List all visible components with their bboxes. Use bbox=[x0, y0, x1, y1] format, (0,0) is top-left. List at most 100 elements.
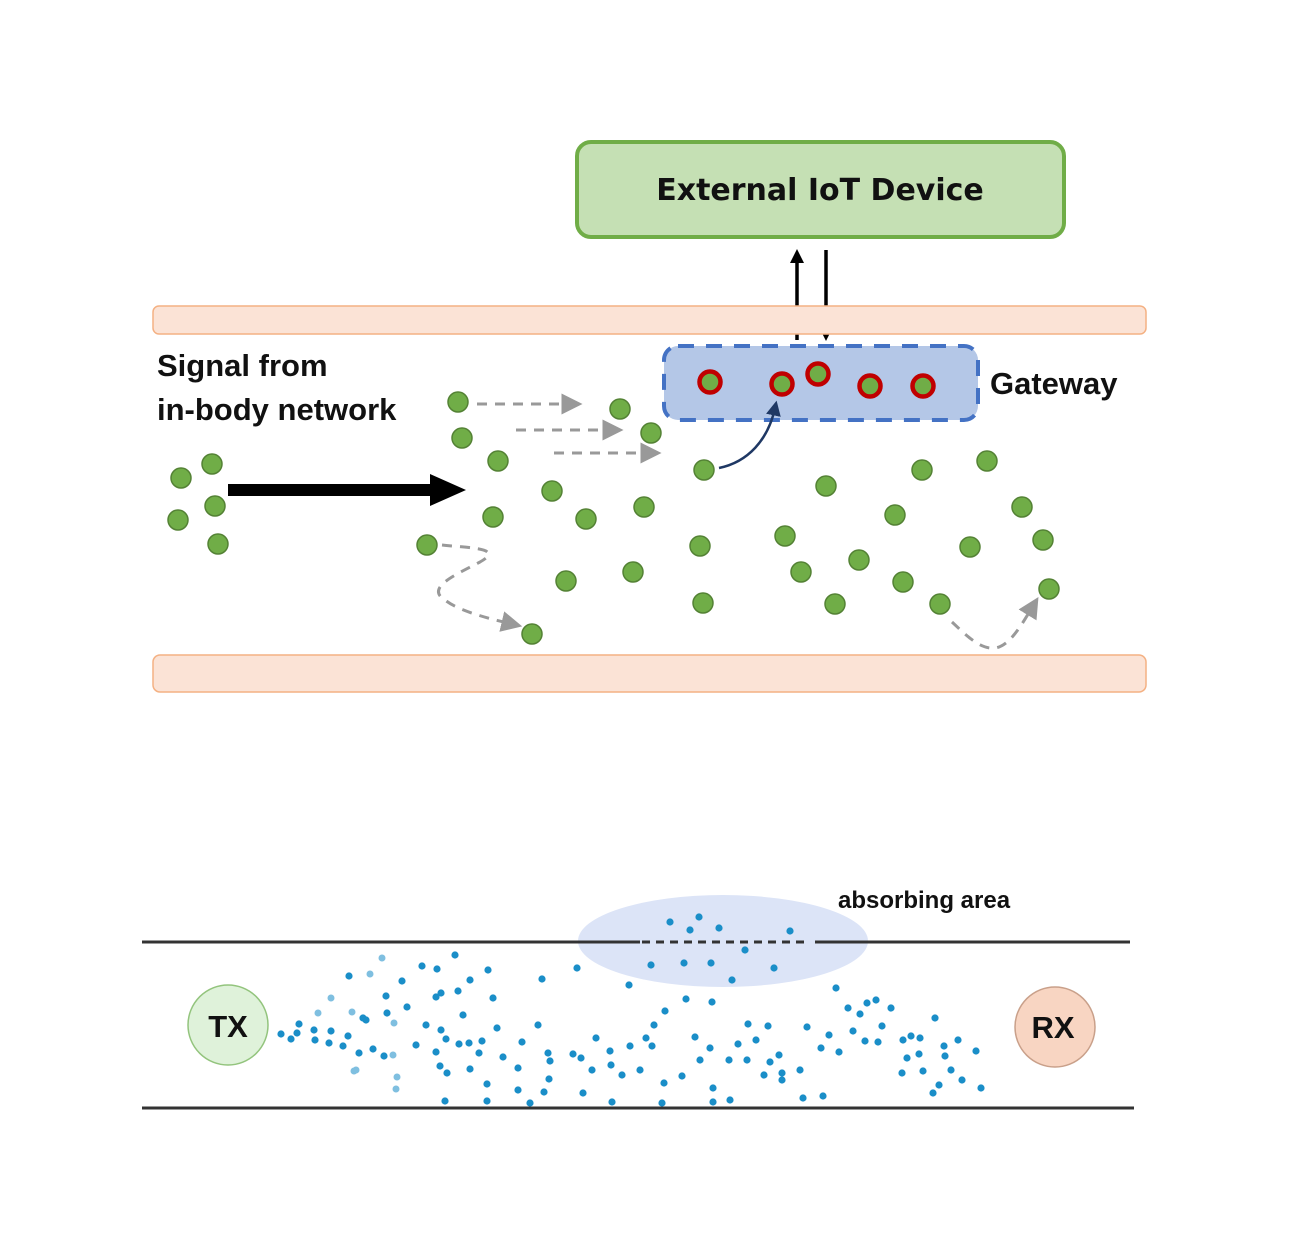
molecule bbox=[382, 992, 390, 1000]
molecule bbox=[573, 964, 581, 972]
molecule bbox=[436, 1062, 444, 1070]
particle bbox=[911, 459, 933, 481]
molecule bbox=[743, 1056, 751, 1064]
particle bbox=[929, 593, 951, 615]
molecule bbox=[958, 1076, 966, 1084]
molecule bbox=[592, 1034, 600, 1042]
particle bbox=[201, 453, 223, 475]
particle bbox=[204, 495, 226, 517]
molecule bbox=[972, 1047, 980, 1055]
particle bbox=[815, 475, 837, 497]
molecule bbox=[451, 951, 459, 959]
molecule bbox=[327, 1027, 335, 1035]
molecule bbox=[526, 1099, 534, 1107]
molecule-faded bbox=[348, 1008, 356, 1016]
captured-particle bbox=[910, 373, 936, 399]
molecule bbox=[954, 1036, 962, 1044]
molecule bbox=[493, 1024, 501, 1032]
molecule bbox=[588, 1066, 596, 1074]
molecule-faded bbox=[327, 994, 335, 1002]
molecule bbox=[534, 1021, 542, 1029]
molecule-faded bbox=[314, 1009, 322, 1017]
molecule-faded bbox=[366, 970, 374, 978]
molecule-faded bbox=[352, 1066, 360, 1074]
molecule bbox=[514, 1086, 522, 1094]
particle bbox=[555, 570, 577, 592]
molecule bbox=[287, 1035, 295, 1043]
tx-label: TX bbox=[208, 1009, 248, 1044]
molecule bbox=[398, 977, 406, 985]
molecule bbox=[666, 918, 674, 926]
captured-particle bbox=[857, 373, 883, 399]
molecule bbox=[475, 1049, 483, 1057]
molecule bbox=[642, 1034, 650, 1042]
molecule bbox=[442, 1035, 450, 1043]
vessel-wall-top bbox=[152, 305, 1147, 335]
particle bbox=[416, 534, 438, 556]
molecule bbox=[514, 1064, 522, 1072]
molecule bbox=[544, 1049, 552, 1057]
molecule bbox=[709, 1084, 717, 1092]
molecule bbox=[734, 1040, 742, 1048]
particle bbox=[976, 450, 998, 472]
molecule bbox=[466, 1065, 474, 1073]
molecule bbox=[915, 1050, 923, 1058]
molecule bbox=[466, 976, 474, 984]
molecule bbox=[929, 1089, 937, 1097]
particle bbox=[451, 427, 473, 449]
molecule bbox=[878, 1022, 886, 1030]
molecule bbox=[872, 996, 880, 1004]
molecule bbox=[441, 1097, 449, 1105]
molecule bbox=[647, 961, 655, 969]
particle bbox=[692, 592, 714, 614]
molecule bbox=[412, 1041, 420, 1049]
particle bbox=[892, 571, 914, 593]
particle bbox=[1011, 496, 1033, 518]
gateway: Gateway bbox=[662, 344, 1118, 422]
particle bbox=[521, 623, 543, 645]
molecule bbox=[874, 1038, 882, 1046]
signal-label-line1: Signal from bbox=[157, 348, 328, 383]
vessel-wall-bottom bbox=[152, 654, 1147, 693]
molecule bbox=[648, 1042, 656, 1050]
molecule bbox=[935, 1081, 943, 1089]
tx-circle bbox=[187, 984, 269, 1066]
molecule bbox=[680, 959, 688, 967]
particle bbox=[622, 561, 644, 583]
particle bbox=[170, 467, 192, 489]
random-walk-arrow-1 bbox=[437, 543, 523, 632]
molecule bbox=[608, 1098, 616, 1106]
captured-particle bbox=[805, 361, 831, 387]
molecule bbox=[478, 1037, 486, 1045]
molecule bbox=[607, 1061, 615, 1069]
molecule bbox=[403, 1003, 411, 1011]
particle bbox=[1032, 529, 1054, 551]
captured-particles bbox=[697, 361, 936, 399]
molecule bbox=[695, 913, 703, 921]
molecule bbox=[825, 1031, 833, 1039]
molecule bbox=[310, 1026, 318, 1034]
molecule bbox=[728, 976, 736, 984]
particle bbox=[482, 506, 504, 528]
molecule bbox=[752, 1036, 760, 1044]
molecule bbox=[941, 1052, 949, 1060]
molecule bbox=[345, 972, 353, 980]
molecule bbox=[660, 1079, 668, 1087]
molecule bbox=[919, 1067, 927, 1075]
molecule bbox=[344, 1032, 352, 1040]
particle bbox=[774, 525, 796, 547]
molecule bbox=[708, 998, 716, 1006]
molecule bbox=[832, 984, 840, 992]
molecule bbox=[455, 1040, 463, 1048]
molecule bbox=[484, 966, 492, 974]
particle bbox=[541, 480, 563, 502]
molecule bbox=[339, 1042, 347, 1050]
molecule bbox=[977, 1084, 985, 1092]
molecule bbox=[277, 1030, 285, 1038]
absorbing-area-label: absorbing area bbox=[838, 887, 1011, 914]
molecule bbox=[432, 1048, 440, 1056]
molecule bbox=[686, 926, 694, 934]
molecule bbox=[540, 1088, 548, 1096]
molecule bbox=[856, 1010, 864, 1018]
molecule bbox=[706, 1044, 714, 1052]
